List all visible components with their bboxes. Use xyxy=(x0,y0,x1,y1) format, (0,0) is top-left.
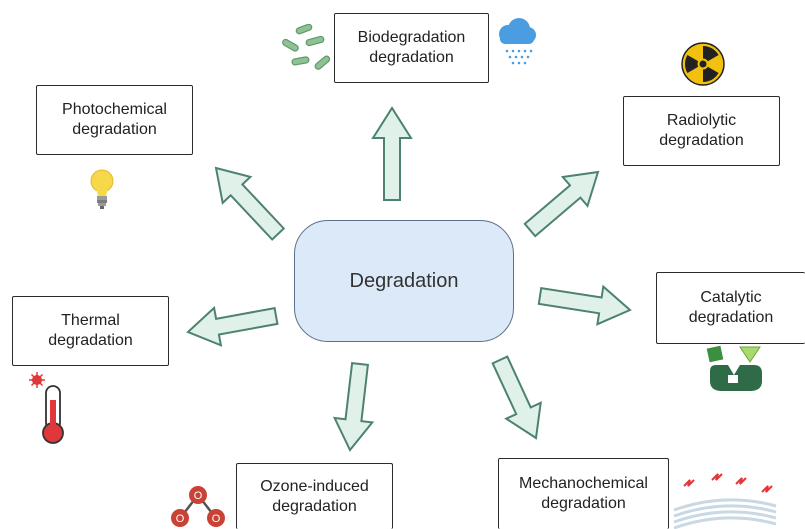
node-ozone-line2: degradation xyxy=(272,497,357,515)
radiation-icon xyxy=(681,42,725,86)
node-radiolytic-line1: Radiolytic xyxy=(666,112,737,129)
ozone-atom-label: O xyxy=(176,513,185,525)
arrow-to-catalytic xyxy=(537,284,632,326)
catalyst-icon xyxy=(706,345,762,391)
node-photochemical-line1: Photochemical xyxy=(62,101,167,118)
node-thermal: Thermal degradation xyxy=(12,296,169,366)
node-photochemical-line2: degradation xyxy=(72,121,157,138)
center-node-degradation: Degradation xyxy=(294,220,514,342)
ozone-molecule-icon: O O O xyxy=(171,486,225,527)
node-biodegradation: Biodegradation degradation xyxy=(334,13,489,83)
node-mechanochemical-line2: degradation xyxy=(541,495,626,512)
node-radiolytic-line2: degradation xyxy=(659,132,744,149)
node-mechanochemical: Mechanochemical degradation xyxy=(498,458,669,529)
node-catalytic-line1: Catalytic xyxy=(700,289,762,306)
node-radiolytic: Radiolytic degradation xyxy=(623,96,780,166)
arrow-to-ozone-induced xyxy=(332,361,375,452)
node-thermal-line1: Thermal xyxy=(61,312,120,329)
arrow-to-photochemical xyxy=(214,166,286,241)
ozone-atom-label: O xyxy=(212,513,221,525)
node-biodegradation-line1: Biodegradation xyxy=(357,29,466,46)
node-biodegradation-line2: degradation xyxy=(369,49,454,66)
node-ozone-induced: Ozone-induced degradation xyxy=(236,463,393,529)
membrane-spark-icon xyxy=(673,473,777,529)
node-catalytic-line2: degradation xyxy=(688,309,774,326)
node-thermal-line2: degradation xyxy=(48,332,133,349)
node-photochemical: Photochemical degradation xyxy=(36,85,193,155)
center-label: Degradation xyxy=(349,269,459,292)
bacteria-icon xyxy=(282,24,331,70)
node-ozone-line1: Ozone-induced xyxy=(260,477,369,495)
node-catalytic: Catalytic degradation xyxy=(656,272,805,344)
rain-cloud-icon xyxy=(499,18,536,65)
arrow-to-radiolytic xyxy=(523,170,600,238)
arrow-to-thermal xyxy=(186,305,279,347)
ozone-atom-label: O xyxy=(194,490,203,502)
arrow-to-biodegradation xyxy=(371,106,413,201)
node-mechanochemical-line1: Mechanochemical xyxy=(519,475,648,492)
light-bulb-icon xyxy=(90,169,114,209)
arrow-to-mechanochemical xyxy=(491,355,542,440)
thermometer-icon xyxy=(29,372,64,444)
